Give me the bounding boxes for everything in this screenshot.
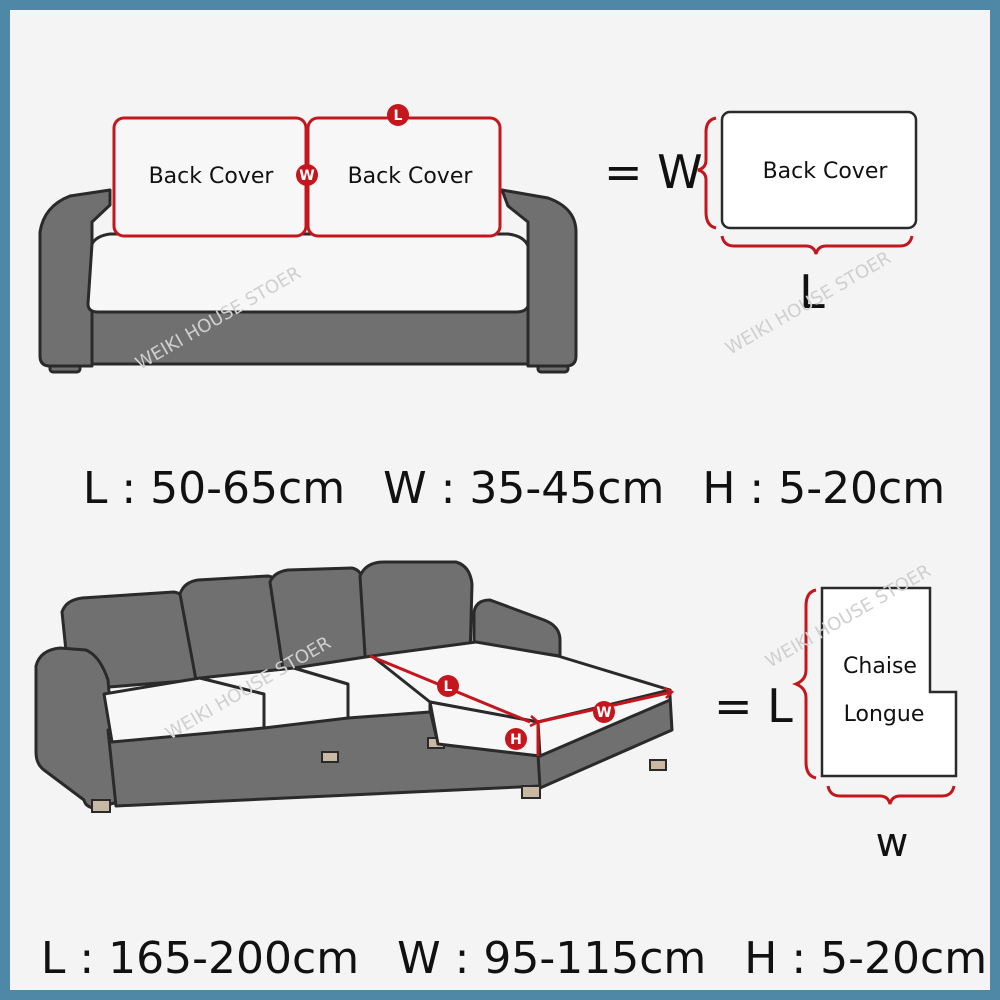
svg-text:W: W [299, 168, 314, 184]
top-sofa-arm-right [500, 188, 578, 368]
top-back-cover-left-label: Back Cover [149, 164, 275, 189]
bottom-marker-h: H [505, 728, 527, 750]
bottom-dimension-w: W : 95-115cm [397, 933, 707, 984]
bottom-marker-w: W [593, 701, 615, 723]
bottom-back-cushion-4 [358, 560, 474, 672]
top-l-brace [720, 235, 914, 255]
top-sofa [38, 116, 578, 374]
bottom-sofa [34, 560, 674, 813]
top-dimensions-row: L : 50-65cm W : 35-45cm H : 5-20cm [0, 412, 1000, 514]
bottom-foot-2 [321, 751, 339, 763]
top-dimension-h: H : 5-20cm [702, 463, 946, 514]
bottom-equals-label: = L [714, 679, 793, 733]
bottom-foot-1 [91, 799, 111, 813]
svg-text:L: L [444, 679, 453, 695]
top-sofa-arm-left [38, 188, 112, 368]
bottom-l-brace [791, 588, 817, 780]
top-back-cover-right-label: Back Cover [348, 164, 474, 189]
bottom-chaise-arm [472, 598, 562, 658]
bottom-w-brace [826, 785, 956, 805]
bottom-chaise-diagram [820, 586, 958, 778]
bottom-dimension-h: H : 5-20cm [744, 933, 988, 984]
bottom-marker-l: L [437, 675, 459, 697]
bottom-foot-5 [649, 759, 667, 771]
top-back-cover-diagram [720, 110, 918, 230]
top-diagram-label: Back Cover [763, 159, 889, 184]
top-marker-l: L [387, 104, 409, 126]
bottom-dimension-l: L : 165-200cm [40, 933, 360, 984]
bottom-arm-left [34, 646, 120, 810]
bottom-dimensions-row: L : 165-200cm W : 95-115cm H : 5-20cm [0, 882, 1000, 984]
top-diagram-bottom-label: L [799, 265, 825, 319]
top-w-brace [697, 116, 717, 230]
top-marker-w: W [296, 164, 318, 186]
top-dimension-l: L : 50-65cm [82, 463, 346, 514]
top-seat-cushion [86, 232, 530, 314]
top-dimension-w: W : 35-45cm [383, 463, 665, 514]
bottom-diagram-bottom-label: w [876, 820, 909, 866]
svg-text:H: H [510, 732, 522, 748]
svg-text:L: L [394, 108, 403, 124]
bottom-diagram-label-line1: Chaise [843, 654, 917, 679]
top-equals-label: = W [604, 145, 703, 199]
svg-text:W: W [596, 705, 611, 721]
bottom-diagram-label-line2: Longue [844, 702, 925, 727]
bottom-foot-4 [521, 785, 541, 799]
